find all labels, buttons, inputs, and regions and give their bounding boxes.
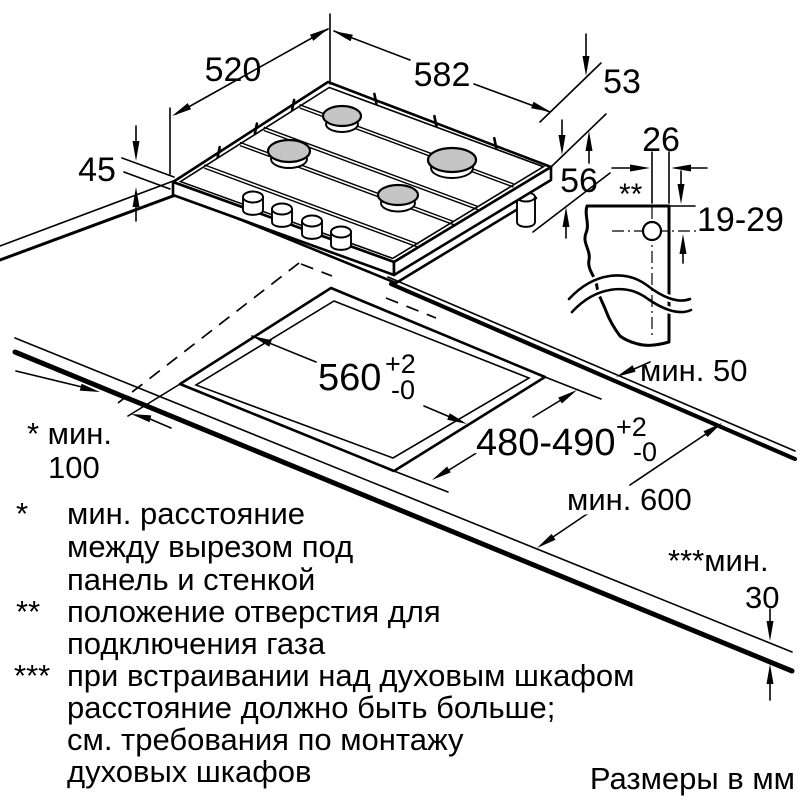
footnotes: * мин. расстояние между вырезом под пане… — [14, 496, 634, 789]
cutout-depth-tol-lower: -0 — [633, 437, 657, 467]
wall-line-dashed — [300, 263, 333, 277]
hob-rim-front-right — [392, 165, 553, 277]
cutout-width-label: 560 — [318, 357, 381, 399]
extension-line — [550, 113, 607, 168]
wall-line-dashed — [385, 297, 437, 319]
burner-front — [376, 183, 420, 213]
worktop-cutout-view: 560 +2 -0 480-490 +2 -0 мин. 50 мин. 600 — [12, 262, 798, 701]
burner-right — [426, 146, 478, 179]
dimension-cutout-depth: 480-490 +2 -0 — [432, 390, 662, 480]
height-above-label: 45 — [78, 151, 116, 189]
footnote-line: подключения газа — [67, 626, 326, 661]
dimension-height-above: 45 — [78, 125, 175, 222]
depth-below-label: 56 — [560, 162, 598, 200]
dimension-gas-offset: 26 ** — [611, 121, 708, 211]
min-below-label: ***мин. — [668, 543, 769, 578]
burner-cap — [266, 138, 312, 164]
gas-hole — [641, 220, 663, 242]
footnote-marker: ** — [16, 594, 40, 629]
min-side-value: 100 — [48, 450, 100, 485]
dimension-min-side: * мин. 100 — [15, 370, 172, 485]
cutout-width-tol-upper: +2 — [385, 349, 416, 379]
dimension-cutout-width: 560 +2 -0 — [251, 335, 467, 424]
hob-top-frame — [171, 80, 553, 264]
units-note: Размеры в мм — [590, 761, 795, 796]
extension-line — [393, 470, 449, 493]
gas-connection-detail: 26 ** 19-29 — [566, 121, 784, 347]
dimension-depth-below: 56 — [558, 119, 598, 239]
footnote-line: см. требования по монтажу — [67, 722, 464, 757]
worktop-rear-edge — [388, 281, 798, 462]
break-line — [570, 287, 693, 314]
gas-marker: ** — [619, 178, 643, 211]
footnote-marker: *** — [14, 658, 50, 693]
hob-depth-label: 520 — [205, 51, 262, 89]
extension-line — [539, 62, 602, 123]
control-knobs — [242, 190, 352, 251]
dimension-min-worktop-depth: мин. 600 — [537, 423, 722, 548]
dimension-gas-height: 19-29 — [668, 170, 784, 264]
wall-line-dashed — [117, 262, 300, 404]
cutout-width-tol-lower: -0 — [391, 375, 415, 405]
burner-cap — [321, 104, 363, 128]
footnote-marker: * — [16, 496, 28, 531]
worktop-rear-edge-top — [387, 276, 796, 452]
min-worktop-depth-label: мин. 600 — [567, 482, 692, 517]
footnote-line: мин. расстояние — [67, 496, 305, 531]
dimension-min-below: ***мин. 30 — [668, 543, 779, 701]
cutout-inner-line — [194, 300, 531, 459]
dimension-recess-height: 53 — [582, 33, 641, 164]
extension-line — [127, 383, 181, 417]
break-line — [567, 274, 692, 302]
worktop-front-edge-top — [14, 337, 793, 653]
min-below-value: 30 — [745, 580, 779, 615]
dimension-hob-depth: 520 — [169, 13, 331, 175]
burner-cap — [426, 146, 478, 174]
burner-left — [266, 138, 312, 169]
extension-line — [532, 172, 611, 233]
cutout-depth-label: 480-490 — [476, 422, 615, 464]
hob-foot — [516, 191, 536, 228]
gas-offset-label: 26 — [642, 121, 680, 159]
gas-height-label: 19-29 — [697, 201, 784, 239]
footnote-line: панель и стенкой — [67, 562, 315, 597]
dimension-hob-width: 582 — [333, 30, 551, 113]
dimension-min-rear: мин. 50 — [616, 353, 747, 388]
cutout-depth-tol-upper: +2 — [616, 412, 647, 442]
worktop-edge-under-hob — [0, 191, 183, 262]
hob-isometric-view: 520 582 53 56 — [0, 13, 641, 285]
burner-cap — [376, 183, 420, 207]
worktop-edge-under-hob — [0, 179, 177, 247]
extension-line — [544, 376, 602, 400]
min-rear-label: мин. 50 — [640, 353, 747, 388]
min-side-label: * мин. — [27, 416, 112, 451]
footnote-line: между вырезом под — [67, 529, 353, 564]
footnote-line: духовых шкафов — [67, 754, 311, 789]
footnote-line: расстояние должно быть больше; — [67, 690, 555, 725]
footnote-line: положение отверстия для — [67, 594, 441, 629]
footnote-line: при встраивании над духовым шкафом — [67, 658, 634, 693]
hob-top-frame-inner — [178, 86, 546, 260]
hob-width-label: 582 — [414, 56, 471, 94]
burner-back — [321, 104, 363, 133]
recess-height-label: 53 — [603, 63, 641, 101]
